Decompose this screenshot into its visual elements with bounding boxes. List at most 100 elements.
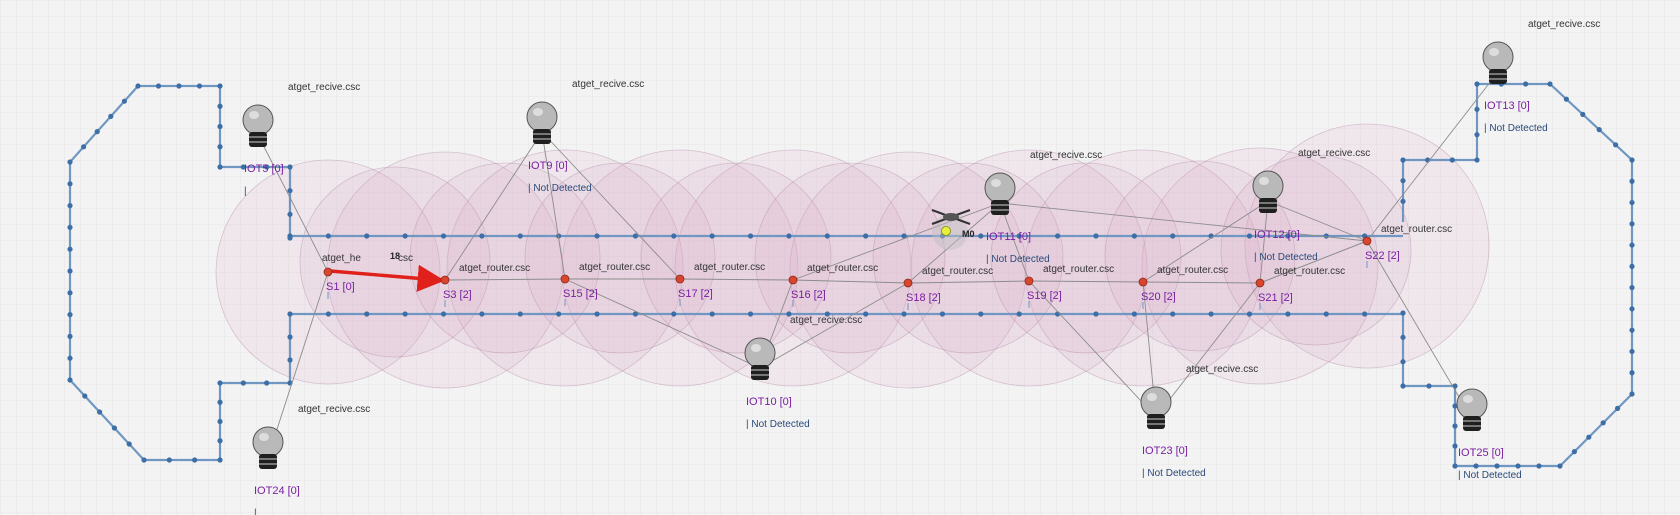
- boundary-point: [1400, 334, 1406, 340]
- sensor-node-s17[interactable]: S17 [2] atget_router.csc: [675, 262, 765, 306]
- sensor-link: [1366, 240, 1473, 420]
- boundary-point: [1170, 233, 1176, 239]
- iot-script-label: atget_recive.csc: [288, 82, 360, 93]
- iot-label: IOT25 [0]: [1458, 447, 1504, 459]
- sensor-range-circle: [299, 166, 491, 358]
- iot-node-iot5[interactable]: IOT5 [0]|atget_recive.csc: [242, 82, 360, 197]
- sensor-script-label: atget_router.csc: [1043, 264, 1114, 275]
- boundary-point: [67, 355, 73, 361]
- sensor-node-s18[interactable]: S18 [2]atget_router.csc: [903, 266, 993, 310]
- sensor-node-s21[interactable]: S21 [2]atget_router.csc: [1255, 266, 1345, 310]
- boundary-point: [1452, 403, 1458, 409]
- boundary-point: [287, 233, 293, 239]
- boundary-point: [217, 83, 223, 89]
- bulb-thread: [1259, 207, 1277, 209]
- boundary-point: [1629, 285, 1635, 291]
- sensor-label: S22 [2]: [1365, 250, 1400, 262]
- lightbulb-camera-icon[interactable]: [242, 104, 274, 147]
- boundary-point: [863, 233, 869, 239]
- bulb-thread: [1463, 420, 1481, 422]
- sensor-node-icon[interactable]: [903, 278, 913, 288]
- sensor-link: [907, 202, 1001, 284]
- sensor-node-icon[interactable]: [323, 267, 333, 277]
- sensor-node-icon[interactable]: [440, 275, 450, 285]
- boundary-point: [786, 233, 792, 239]
- sensor-script-label: atget_router.csc: [1157, 265, 1228, 276]
- sensor-script-label: atget_he: [322, 253, 361, 264]
- sensor-node-s15[interactable]: S15 [2]atget_router.csc: [560, 262, 650, 306]
- sensor-link: [792, 202, 1001, 281]
- bulb-thread: [991, 209, 1009, 211]
- boundary-point: [1400, 157, 1406, 163]
- iot-node-iot24[interactable]: IOT24 [0]|atget_recive.csc: [252, 404, 370, 515]
- lightbulb-camera-icon[interactable]: [1482, 41, 1514, 84]
- drone-icon[interactable]: [931, 209, 971, 236]
- bulb-glass: [1456, 388, 1488, 420]
- lightbulb-camera-icon[interactable]: [1252, 170, 1284, 213]
- bulb-glass: [1252, 170, 1284, 202]
- lightbulb-camera-icon[interactable]: [1140, 386, 1172, 429]
- sensor-node-icon[interactable]: [1362, 236, 1372, 246]
- lightbulb-camera-icon[interactable]: [984, 172, 1016, 215]
- boundary-point: [632, 233, 639, 239]
- boundary-point: [978, 311, 984, 317]
- boundary-point: [1629, 348, 1635, 355]
- boundary-point: [217, 399, 223, 405]
- route-link: [792, 279, 909, 284]
- boundary-point: [1474, 81, 1480, 87]
- sensor-script-label: atget_router.csc: [1274, 266, 1345, 277]
- sensor-link: [1267, 200, 1368, 242]
- sensor-node-icon[interactable]: [1255, 278, 1265, 288]
- iot-status: | Not Detected: [746, 419, 810, 430]
- sensor-node-s20[interactable]: S20 [2]atget_router.csc: [1138, 265, 1228, 309]
- sensor-node-icon[interactable]: [1024, 276, 1034, 286]
- sensor-node-s19[interactable]: S19 [2]atget_router.csc: [1024, 264, 1114, 308]
- route-link: [1028, 280, 1144, 283]
- boundary-point: [67, 290, 73, 296]
- sensor-node-s3[interactable]: S3 [2]atget_router.csc: [440, 263, 530, 307]
- sensor-node-s22[interactable]: S22 [2]atget_router.csc: [1362, 224, 1452, 268]
- lightbulb-camera-icon[interactable]: [744, 337, 776, 380]
- boundary-point: [1400, 178, 1406, 184]
- boundary-point: [196, 83, 203, 89]
- mobile-node-m0[interactable]: M0: [931, 209, 975, 250]
- lightbulb-camera-icon[interactable]: [1456, 388, 1488, 431]
- boundary-point: [747, 233, 754, 239]
- boundary-point: [1600, 420, 1606, 426]
- bulb-base: [751, 365, 769, 380]
- sensor-node-icon[interactable]: [788, 275, 798, 285]
- sensor-script-label: atget_router.csc: [922, 266, 993, 277]
- boundary-point: [67, 246, 73, 252]
- sensor-script-label: atget_router.csc: [694, 262, 765, 273]
- bulb-thread: [1147, 418, 1165, 420]
- iot-node-iot25[interactable]: IOT25 [0]| Not Detected: [1456, 388, 1522, 481]
- sensor-node-icon[interactable]: [560, 274, 570, 284]
- lightbulb-camera-icon[interactable]: [252, 426, 284, 469]
- sensor-node-s16[interactable]: S16 [2]atget_router.csc: [788, 263, 878, 307]
- boundary-point: [67, 224, 73, 230]
- iot-script-label: atget_recive.csc: [790, 315, 862, 326]
- boundary-point: [709, 311, 715, 317]
- sensor-label: S17 [2]: [678, 288, 713, 300]
- sensor-link: [267, 271, 329, 458]
- lightbulb-camera-icon[interactable]: [526, 101, 558, 144]
- boundary-point: [67, 203, 73, 209]
- sensor-node-icon[interactable]: [675, 274, 685, 284]
- iot-status: |: [254, 508, 257, 515]
- bulb-highlight: [1489, 48, 1499, 56]
- boundary-point: [1208, 311, 1214, 317]
- iot-label: IOT24 [0]: [254, 485, 300, 497]
- boundary-point: [517, 233, 523, 239]
- boundary-point: [1629, 242, 1635, 248]
- sensor-node-icon[interactable]: [1138, 277, 1148, 287]
- boundary-point: [1474, 157, 1480, 163]
